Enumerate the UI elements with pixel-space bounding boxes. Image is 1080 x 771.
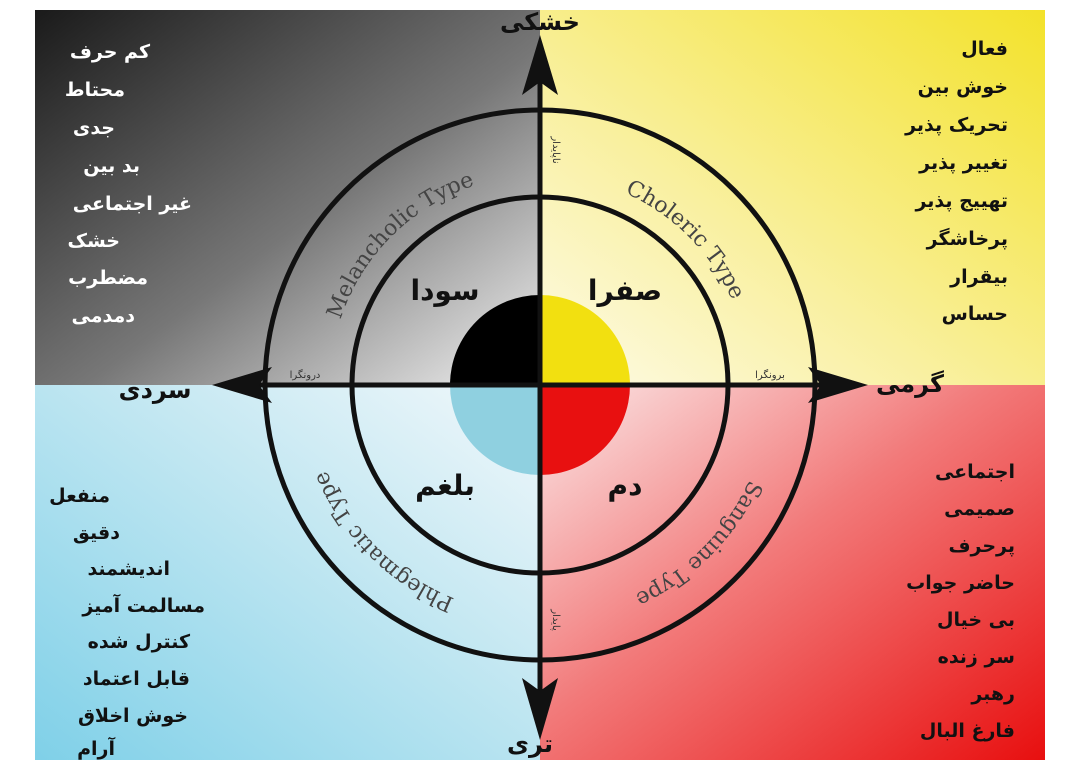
trait-item: فعال [961,38,1008,60]
trait-item: تهییج پذیر [914,190,1008,212]
trait-item: خوش بین [918,76,1008,98]
trait-item: بیقرار [949,266,1008,288]
trait-item: قابل اعتماد [83,668,190,690]
humor-phlegmatic-slice [450,385,540,475]
traits-choleric: فعال خوش بین تحریک پذیر تغییر پذیر تهییج… [904,38,1008,325]
humor-label-choleric: صفرا [588,274,662,307]
trait-item: رهبر [970,683,1015,705]
trait-item: حساس [942,303,1008,325]
axis-small-bottom: پایدار [550,608,561,631]
trait-item: مضطرب [68,267,148,289]
trait-item: محتاط [65,79,125,101]
arrow-up-icon [522,35,558,95]
trait-item: دقیق [73,522,120,544]
humor-label-melancholic: سودا [410,274,479,307]
humor-melancholic-slice [450,295,540,385]
trait-item: دمدمی [72,305,136,327]
trait-item: کم حرف [70,41,151,63]
quadrant-phlegmatic [35,385,540,760]
axis-label-warmth: گرمی [876,370,944,398]
axis-small-top: ناپایدار [550,135,561,163]
trait-item: پرخاشگر [926,227,1008,250]
humor-label-phlegmatic: بلغم [415,469,475,502]
arrow-right-icon [808,367,868,403]
quadrant-choleric [540,10,1045,385]
trait-item: خوش اخلاق [78,705,188,727]
trait-item: آرام [77,736,115,760]
humor-sanguine-slice [540,385,630,475]
trait-item: تغییر پذیر [918,152,1008,174]
axis-label-wetness: تری [507,730,553,758]
trait-item: حاضر جواب [906,572,1015,594]
humor-label-sanguine: دم [608,469,643,502]
humor-choleric-slice [540,295,630,385]
axis-small-left: درونگرا [290,369,321,381]
trait-item: صمیمی [944,498,1015,520]
arrow-left-icon [212,367,272,403]
trait-item: جدی [73,117,115,139]
trait-item: اندیشمند [87,558,170,580]
traits-sanguine: اجتماعی صمیمی پرحرف حاضر جواب بی خیال سر… [906,461,1015,742]
trait-item: تحریک پذیر [904,114,1008,136]
trait-item: سر زنده [938,646,1015,668]
trait-item: منفعل [49,485,110,507]
axis-small-right: برونگرا [755,369,785,381]
trait-item: پرحرف [948,535,1015,557]
trait-item: مسالمت آمیز [81,593,205,617]
axis-label-coldness: سردی [119,376,192,404]
traits-phlegmatic: منفعل دقیق اندیشمند مسالمت آمیز کنترل شد… [49,485,205,760]
axis-label-dryness: خشکی [500,8,580,36]
trait-item: خشک [68,230,120,252]
trait-item: غیر اجتماعی [73,193,192,215]
trait-item: فارغ البال [920,720,1015,742]
trait-item: بی خیال [937,609,1015,631]
arrow-down-icon [522,678,558,740]
trait-item: اجتماعی [935,461,1015,483]
quadrant-sanguine [540,385,1045,760]
quadrant-melancholic [35,10,540,385]
traits-melancholic: کم حرف محتاط جدی بد بین غیر اجتماعی خشک … [65,41,192,327]
trait-item: بد بین [83,155,140,177]
trait-item: کنترل شده [88,631,191,653]
